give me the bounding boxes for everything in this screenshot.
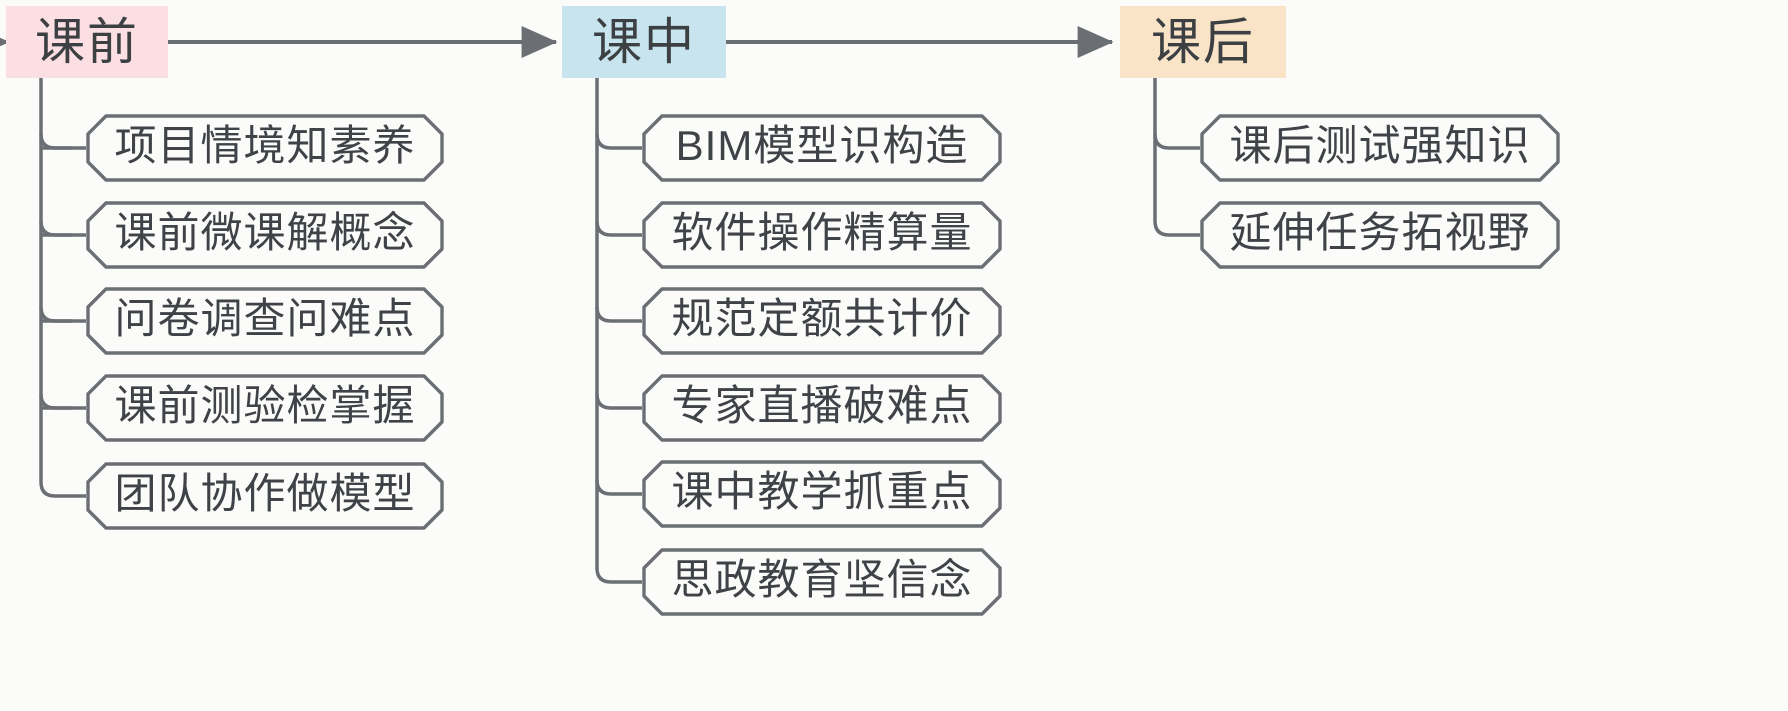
leaf-outline-shape (642, 287, 1002, 355)
stage-header-label: 课前 (35, 14, 139, 70)
leaf-outline-shape (642, 201, 1002, 269)
leaf-box[interactable]: 课中教学抓重点 (642, 460, 1002, 528)
leaf-label: 课前测验检掌握 (114, 382, 416, 429)
leaf-box[interactable]: 专家直播破难点 (642, 374, 1002, 442)
stage-header-in-class[interactable]: 课中 (562, 6, 726, 78)
stage-header-label: 课后 (1151, 14, 1255, 70)
leaf-outline-shape (642, 374, 1002, 442)
leaf-outline-shape (86, 462, 444, 530)
leaf-label: 课中教学抓重点 (671, 468, 973, 515)
stage-header-pre-class[interactable]: 课前 (6, 6, 168, 78)
leaf-box[interactable]: 问卷调查问难点 (86, 287, 444, 355)
leaf-box[interactable]: 课前微课解概念 (86, 201, 444, 269)
leaf-outline-shape (1200, 201, 1560, 269)
leaf-label: 课后测试强知识 (1229, 122, 1531, 169)
leaf-box[interactable]: 课前测验检掌握 (86, 374, 444, 442)
leaf-label: 专家直播破难点 (671, 382, 973, 429)
leaf-label: 问卷调查问难点 (114, 295, 416, 342)
leaf-box[interactable]: 软件操作精算量 (642, 201, 1002, 269)
leaf-label: 思政教育坚信念 (671, 556, 973, 603)
stage-header-label: 课中 (592, 14, 696, 70)
leaf-label: 项目情境知素养 (114, 122, 416, 169)
leaf-label: 团队协作做模型 (114, 470, 416, 517)
leaf-box[interactable]: BIM模型识构造 (642, 114, 1002, 182)
leaf-box[interactable]: 团队协作做模型 (86, 462, 444, 530)
leaf-label: 软件操作精算量 (671, 209, 973, 256)
leaf-label: BIM模型识构造 (675, 122, 969, 169)
leaf-box[interactable]: 规范定额共计价 (642, 287, 1002, 355)
leaf-outline-shape (86, 114, 444, 182)
leaf-outline-shape (86, 287, 444, 355)
leaf-outline-shape (642, 460, 1002, 528)
leaf-box[interactable]: 思政教育坚信念 (642, 548, 1002, 616)
leaf-outline-shape (642, 548, 1002, 616)
branch-lines-in-class (595, 78, 642, 584)
leaf-box[interactable]: 课后测试强知识 (1200, 114, 1560, 182)
branch-lines-post-class (1153, 78, 1200, 237)
stage-header-post-class[interactable]: 课后 (1120, 6, 1286, 78)
leaf-box[interactable]: 延伸任务拓视野 (1200, 201, 1560, 269)
leaf-outline-shape (86, 374, 444, 442)
leaf-outline-shape (86, 201, 444, 269)
leaf-outline-shape (1200, 114, 1560, 182)
leaf-label: 延伸任务拓视野 (1229, 209, 1531, 256)
branch-lines-pre-class (39, 78, 86, 498)
leaf-label: 规范定额共计价 (671, 295, 973, 342)
leaf-box[interactable]: 项目情境知素养 (86, 114, 444, 182)
leaf-outline-shape (642, 114, 1002, 182)
leaf-label: 课前微课解概念 (114, 209, 416, 256)
